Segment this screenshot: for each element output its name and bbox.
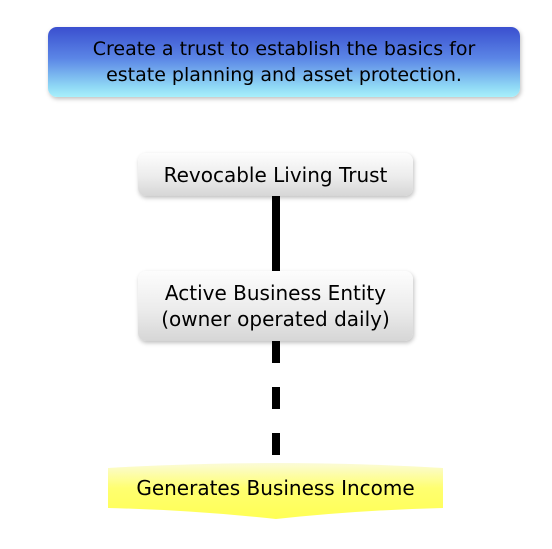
node-generates-business-income: Generates Business Income [108, 466, 443, 510]
node-active-business-entity: Active Business Entity (owner operated d… [138, 271, 413, 341]
header-banner: Create a trust to establish the basics f… [48, 27, 520, 97]
banner-line-2: estate planning and asset protection. [106, 64, 462, 86]
node-entity-line-1: Active Business Entity [164, 281, 387, 305]
banner-line-1: Create a trust to establish the basics f… [92, 38, 476, 60]
node-entity-line-2: (owner operated daily) [161, 307, 390, 331]
node-revocable-living-trust: Revocable Living Trust [138, 153, 413, 196]
node-income-label: Generates Business Income [136, 476, 415, 500]
income-banner-shape [108, 463, 443, 519]
node-trust-label: Revocable Living Trust [163, 162, 388, 187]
